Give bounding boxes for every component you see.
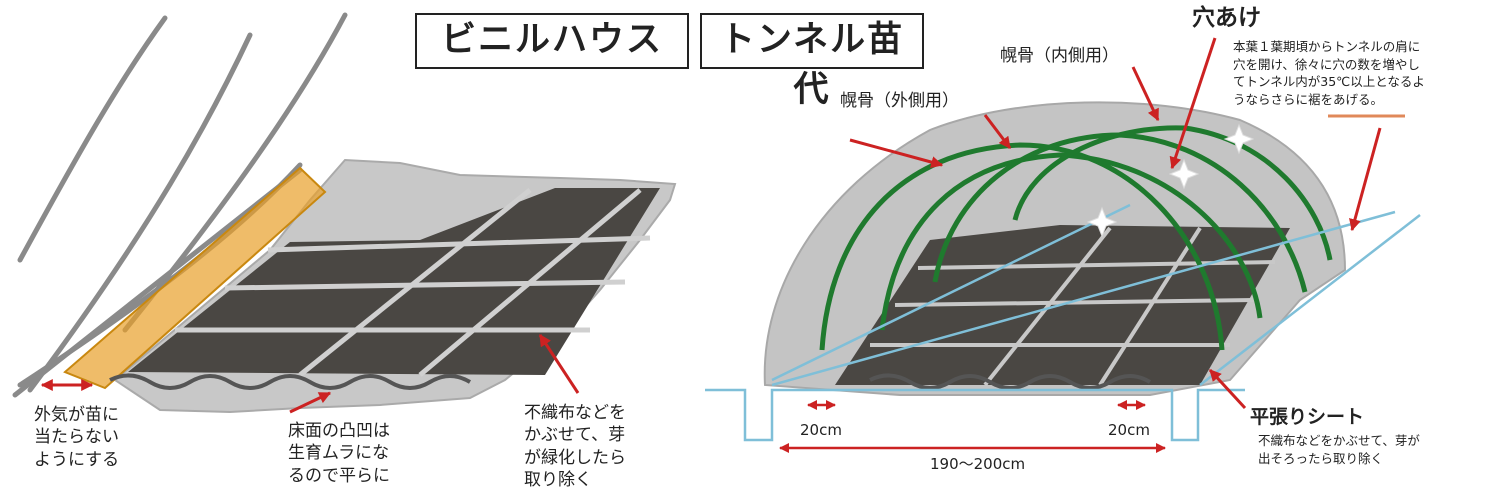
inner-frame-arrow (1131, 66, 1160, 122)
cover-arrow (538, 333, 580, 394)
note-line: 当たらない (34, 427, 119, 448)
outside-air-note: 外気が苗に 当たらない ようにする (34, 404, 119, 471)
hole-note: 本葉１葉期頃からトンネルの肩に 穴を開け、徐々に穴の数を増やし てトンネル内が3… (1233, 38, 1483, 108)
left-seedling-trays (128, 188, 660, 377)
note-line: 生育ムラにな (288, 443, 390, 464)
frame-inner-label: 幌骨（内側用） (1000, 46, 1119, 66)
width-label: 190～200cm (930, 455, 1026, 473)
note-line: かぶせて、芽 (524, 425, 626, 446)
note-line: 不織布などをかぶせて、芽が (1258, 433, 1420, 448)
note-line: 出そろったら取り除く (1258, 450, 1384, 466)
hole-title: 穴あけ (1192, 5, 1261, 31)
note-line: うならさらに裾をあげる。 (1233, 91, 1384, 107)
tunnel-bed-surface (869, 373, 1152, 390)
floor-note: 床面の凸凹は 生育ムラにな るので平らに (288, 420, 390, 487)
note-line: 本葉１葉期頃からトンネルの肩に (1233, 39, 1421, 54)
vent-hole-marks (1086, 123, 1255, 238)
frame-outer-label: 幌骨（外側用） (840, 91, 959, 111)
water-channel-lines (705, 203, 1421, 442)
flat-sheet-note: 不織布などをかぶせて、芽が 出そろったら取り除く (1258, 432, 1420, 467)
cover-note: 不織布などを かぶせて、芽 が緑化したら 取り除く (524, 402, 626, 492)
note-line: てトンネル内が35℃以上となるよ (1233, 74, 1425, 89)
title-tunnel-nursery: トンネル苗代 (700, 13, 924, 110)
note-line: 穴を開け、徐々に穴の数を増やし (1233, 56, 1420, 72)
flat-sheet-title: 平張りシート (1250, 406, 1365, 428)
flat-sheet-arrow (1208, 368, 1247, 410)
note-line: 取り除く (524, 470, 592, 491)
margin-right-label: 20cm (1108, 421, 1150, 439)
note-line: が緑化したら (524, 447, 626, 468)
hem-arrow (1349, 127, 1382, 232)
note-line: 床面の凸凹は (288, 421, 390, 441)
outer-frame-arrow (983, 114, 1012, 149)
note-line: るので平らに (288, 465, 390, 486)
left-bed-surface (109, 373, 472, 390)
note-line: 外気が苗に (34, 405, 119, 425)
hole-arrow (1169, 37, 1217, 170)
floor-arrow (289, 391, 332, 414)
margin-left-label: 20cm (800, 421, 842, 439)
title-vinyl-house: ビニルハウス (415, 13, 689, 69)
film-arrow (849, 138, 944, 168)
note-line: ようにする (34, 449, 120, 470)
note-line: 不織布などを (524, 403, 626, 423)
